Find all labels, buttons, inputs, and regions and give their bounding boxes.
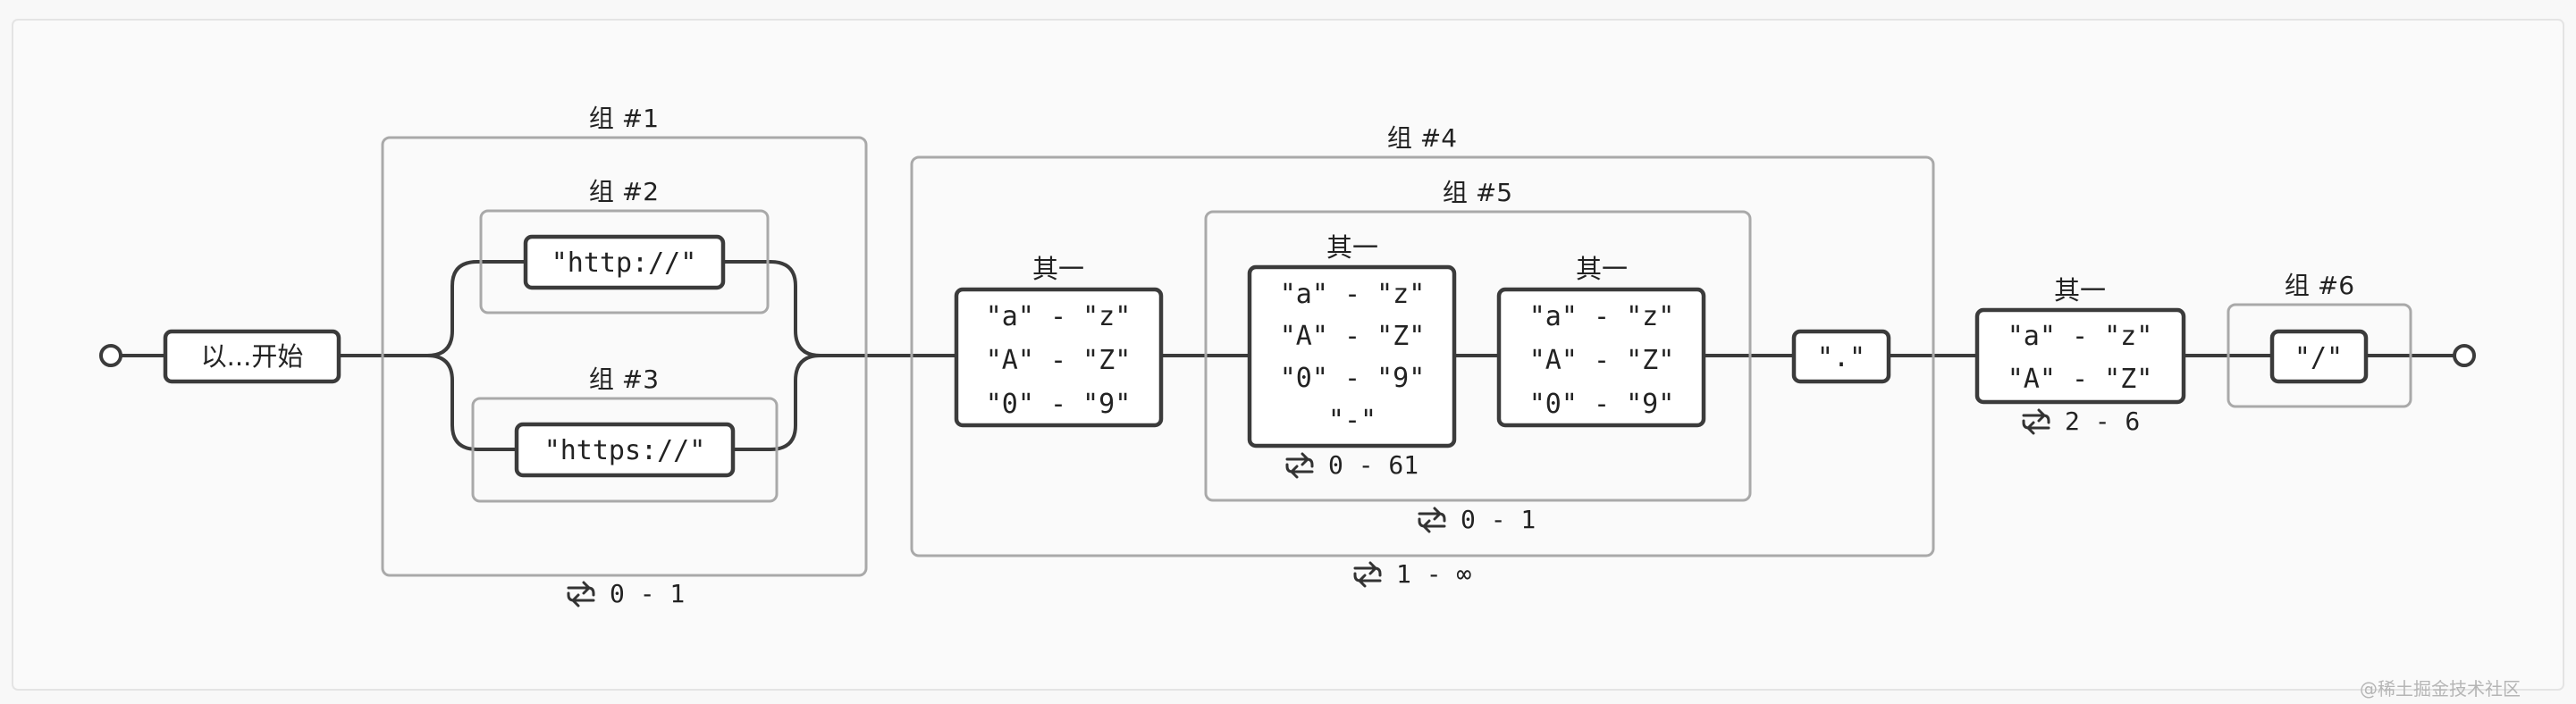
group-2-label: 组 #2 bbox=[589, 177, 659, 206]
group-1-repeat: 0 - 1 bbox=[567, 579, 685, 608]
char-class-domain-inner bbox=[1247, 264, 1457, 448]
literal-https-label: "https://" bbox=[544, 435, 706, 466]
start-of-line-label: 以...开始 bbox=[201, 341, 304, 372]
group-4-box bbox=[910, 155, 1935, 557]
one-of-label: 其一 bbox=[1032, 254, 1084, 284]
tld-repeat-count: 2 - 6 bbox=[2065, 406, 2140, 436]
range-uppercase: "A" - "Z" bbox=[2008, 364, 2153, 395]
group-1-repeat-count: 0 - 1 bbox=[610, 579, 685, 608]
literal-http-node bbox=[523, 234, 726, 290]
literal-dot-label: "." bbox=[1817, 342, 1865, 373]
end-terminal bbox=[2453, 344, 2476, 367]
range-uppercase: "A" - "Z" bbox=[1280, 321, 1426, 352]
char-class-tld bbox=[1974, 307, 2186, 405]
start-terminal bbox=[99, 344, 122, 367]
one-of-label: 其一 bbox=[1326, 232, 1378, 263]
range-digits: "0" - "9" bbox=[1529, 389, 1675, 420]
start-of-line-node bbox=[163, 329, 341, 384]
group-5-label: 组 #5 bbox=[1443, 178, 1512, 207]
group-4-repeat: 1 - ∞ bbox=[1353, 559, 1471, 589]
char-class-domain-end bbox=[1496, 287, 1706, 428]
literal-dot-node bbox=[1791, 329, 1891, 384]
one-of-label: 其一 bbox=[1576, 254, 1628, 284]
range-lowercase: "a" - "z" bbox=[2008, 321, 2153, 352]
inner-repeat: 0 - 61 bbox=[1285, 450, 1418, 480]
literal-https-node bbox=[514, 422, 736, 478]
group-1-label: 组 #1 bbox=[589, 104, 659, 133]
literal-slash-node bbox=[2269, 329, 2369, 384]
group-1-box bbox=[381, 136, 868, 577]
watermark: @稀土掘金技术社区 bbox=[2360, 678, 2521, 700]
range-uppercase: "A" - "Z" bbox=[986, 345, 1132, 376]
range-digits: "0" - "9" bbox=[986, 389, 1132, 420]
literal-http-label: "http://" bbox=[551, 247, 697, 279]
one-of-label: 其一 bbox=[2054, 275, 2106, 306]
group-3-box bbox=[471, 397, 779, 503]
literal-dash: "-" bbox=[1328, 405, 1376, 436]
group-6-label: 组 #6 bbox=[2285, 271, 2354, 300]
literal-slash-label: "/" bbox=[2294, 342, 2343, 373]
inner-repeat-count: 0 - 61 bbox=[1328, 450, 1418, 480]
range-lowercase: "a" - "z" bbox=[986, 301, 1132, 332]
group-2-box bbox=[479, 209, 770, 314]
range-uppercase: "A" - "Z" bbox=[1529, 345, 1675, 376]
group-3-label: 组 #3 bbox=[589, 365, 659, 394]
range-lowercase: "a" - "z" bbox=[1529, 301, 1675, 332]
group-4-repeat-count: 1 - ∞ bbox=[1396, 559, 1471, 589]
tld-repeat: 2 - 6 bbox=[2022, 406, 2140, 436]
char-class-domain-start bbox=[954, 287, 1164, 428]
group-5-repeat-count: 0 - 1 bbox=[1461, 505, 1536, 534]
range-digits: "0" - "9" bbox=[1280, 363, 1426, 394]
group-5-box bbox=[1204, 210, 1752, 502]
group-5-repeat: 0 - 1 bbox=[1418, 505, 1536, 534]
range-lowercase: "a" - "z" bbox=[1280, 279, 1426, 310]
group-4-label: 组 #4 bbox=[1387, 123, 1457, 153]
group-6-box bbox=[2227, 303, 2412, 408]
